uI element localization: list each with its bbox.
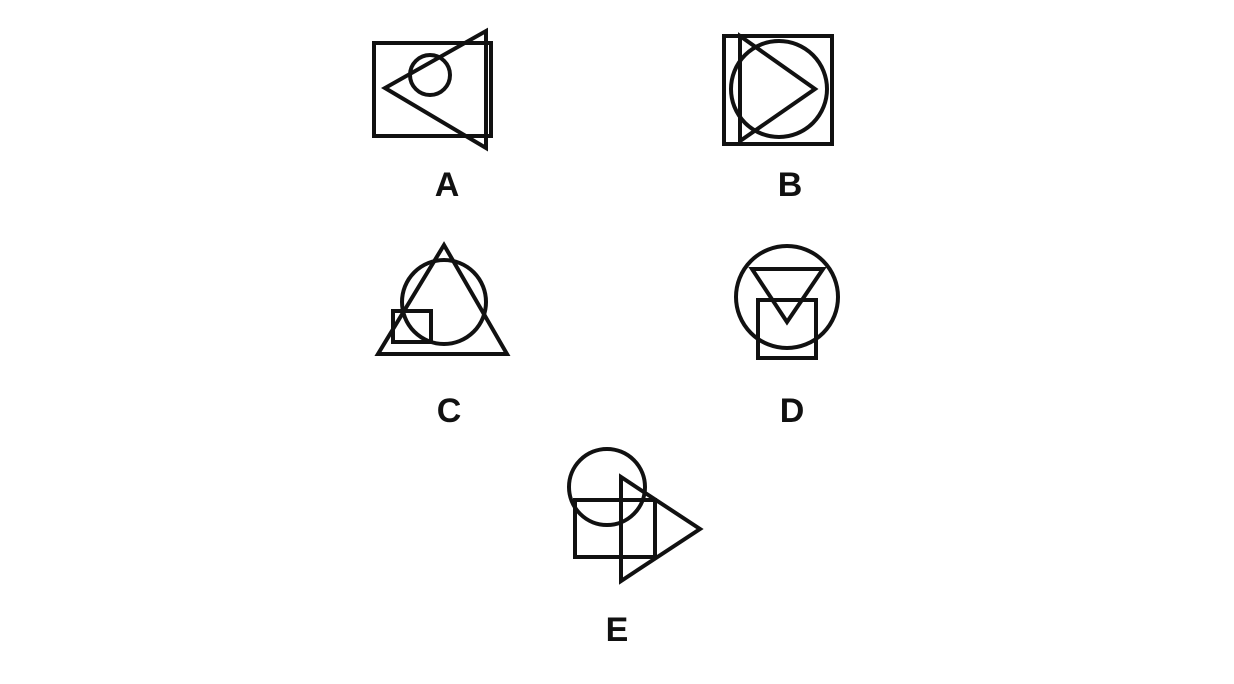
option-b-triangle — [738, 32, 819, 145]
option-b-square — [722, 34, 834, 146]
option-a-figure — [372, 27, 493, 152]
option-d-label: D — [780, 392, 805, 430]
option-a-rectangle — [372, 41, 493, 138]
option-c-triangle — [374, 241, 511, 356]
option-b-figure — [722, 32, 834, 146]
option-c[interactable]: C — [374, 241, 511, 430]
option-a-circle — [408, 53, 452, 97]
option-e-circle — [567, 447, 647, 527]
option-a-triangle — [381, 27, 488, 152]
option-e-triangle — [619, 473, 704, 585]
option-b-circle — [729, 39, 829, 139]
option-d-square — [756, 298, 818, 360]
option-e-label: E — [606, 611, 629, 649]
option-e-figure — [567, 447, 704, 585]
option-b[interactable]: B — [722, 32, 834, 204]
option-c-square — [391, 309, 433, 344]
option-b-label: B — [778, 166, 803, 204]
option-e-square — [573, 498, 657, 559]
option-c-circle — [400, 258, 488, 346]
option-d[interactable]: D — [734, 244, 840, 430]
option-c-figure — [374, 241, 511, 356]
option-d-figure — [734, 244, 840, 360]
option-d-triangle — [748, 267, 827, 326]
option-a-label: A — [435, 166, 460, 204]
option-d-circle — [734, 244, 840, 350]
option-c-label: C — [437, 392, 462, 430]
option-e[interactable]: E — [567, 447, 704, 649]
option-a[interactable]: A — [372, 27, 493, 204]
